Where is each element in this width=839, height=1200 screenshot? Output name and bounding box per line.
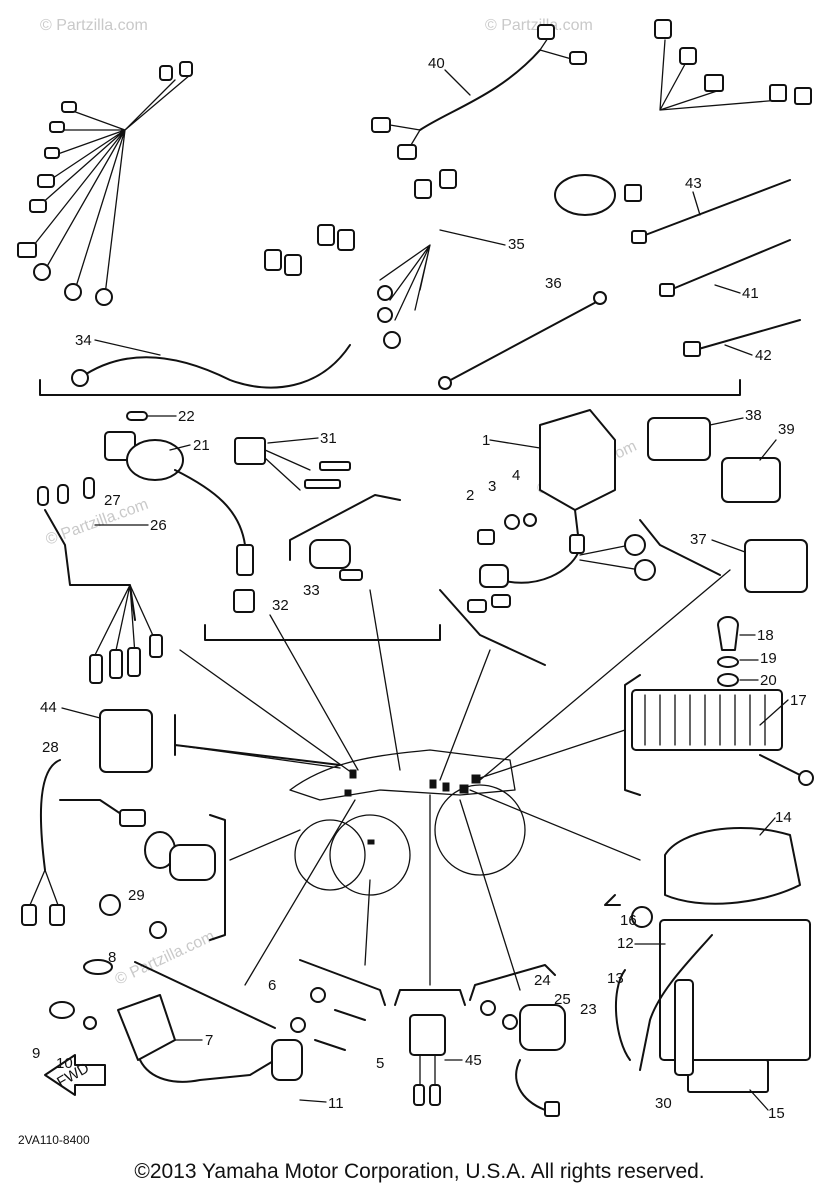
callout-28: 28 (42, 739, 59, 756)
callout-22: 22 (178, 408, 195, 425)
ignition-coil-group: FWD (44, 959, 303, 1096)
callout-24: 24 (534, 972, 551, 989)
callout-13: 13 (607, 970, 624, 987)
callout-21: 21 (193, 437, 210, 454)
vehicle-frame (174, 569, 731, 991)
callout-23: 23 (580, 1001, 597, 1018)
callout-42: 42 (755, 347, 772, 364)
callout-31: 31 (320, 430, 337, 447)
callout-29: 29 (128, 887, 145, 904)
callout-26: 26 (150, 517, 167, 534)
callout-11: 11 (328, 1095, 344, 1112)
callout-43: 43 (685, 175, 702, 192)
callout-25: 25 (554, 991, 571, 1008)
callout-8: 8 (108, 949, 116, 966)
callout-40: 40 (428, 55, 445, 72)
callout-14: 14 (775, 809, 792, 826)
callout-19: 19 (760, 650, 777, 667)
covers-group (639, 417, 808, 593)
rectifier-regulator (624, 616, 814, 796)
callout-30: 30 (655, 1095, 672, 1112)
callout-20: 20 (760, 672, 777, 689)
callout-39: 39 (778, 421, 795, 438)
callout-numbers: 1 2 3 4 5 6 7 8 9 10 11 12 13 14 15 16 1… (32, 55, 807, 1122)
switch-group-31-33 (204, 437, 441, 641)
callout-5: 5 (376, 1055, 384, 1072)
parts-diagram: © Partzilla.com © Partzilla.com © Partzi… (17, 17, 814, 1147)
watermark: © Partzilla.com (40, 17, 148, 34)
callout-44: 44 (40, 699, 57, 716)
callout-17: 17 (790, 692, 807, 709)
watermark: © Partzilla.com (44, 496, 151, 549)
callout-45: 45 (465, 1052, 482, 1069)
diagram-code: 2VA110-8400 (18, 1133, 90, 1147)
ignition-switch-group (37, 411, 255, 684)
callout-27: 27 (104, 492, 121, 509)
callout-4: 4 (512, 467, 520, 484)
callout-33: 33 (303, 582, 320, 599)
callout-16: 16 (620, 912, 637, 929)
starter-motor-group (21, 759, 226, 941)
callout-34: 34 (75, 332, 92, 349)
callout-38: 38 (745, 407, 762, 424)
bolts-5-6 (290, 959, 386, 1051)
callout-18: 18 (757, 627, 774, 644)
callout-3: 3 (488, 478, 496, 495)
callout-37: 37 (690, 531, 707, 548)
relay-45 (394, 989, 466, 1106)
cover-44 (99, 709, 153, 773)
wire-harness (17, 19, 812, 396)
callout-41: 41 (742, 285, 759, 302)
callout-32: 32 (272, 597, 289, 614)
callout-2: 2 (466, 487, 474, 504)
callout-7: 7 (205, 1032, 213, 1049)
callout-6: 6 (268, 977, 276, 994)
watermark: © Partzilla.com (113, 928, 218, 989)
flasher-group (469, 964, 566, 1117)
copyright-notice: ©2013 Yamaha Motor Corporation, U.S.A. A… (134, 1160, 705, 1183)
cdi-unit-group (439, 409, 656, 666)
callout-1: 1 (482, 432, 490, 449)
callout-15: 15 (768, 1105, 785, 1122)
callout-35: 35 (508, 236, 525, 253)
callout-9: 9 (32, 1045, 40, 1062)
callout-36: 36 (545, 275, 562, 292)
callout-12: 12 (617, 935, 634, 952)
battery-group (604, 826, 811, 1093)
callout-10: 10 (56, 1055, 73, 1072)
